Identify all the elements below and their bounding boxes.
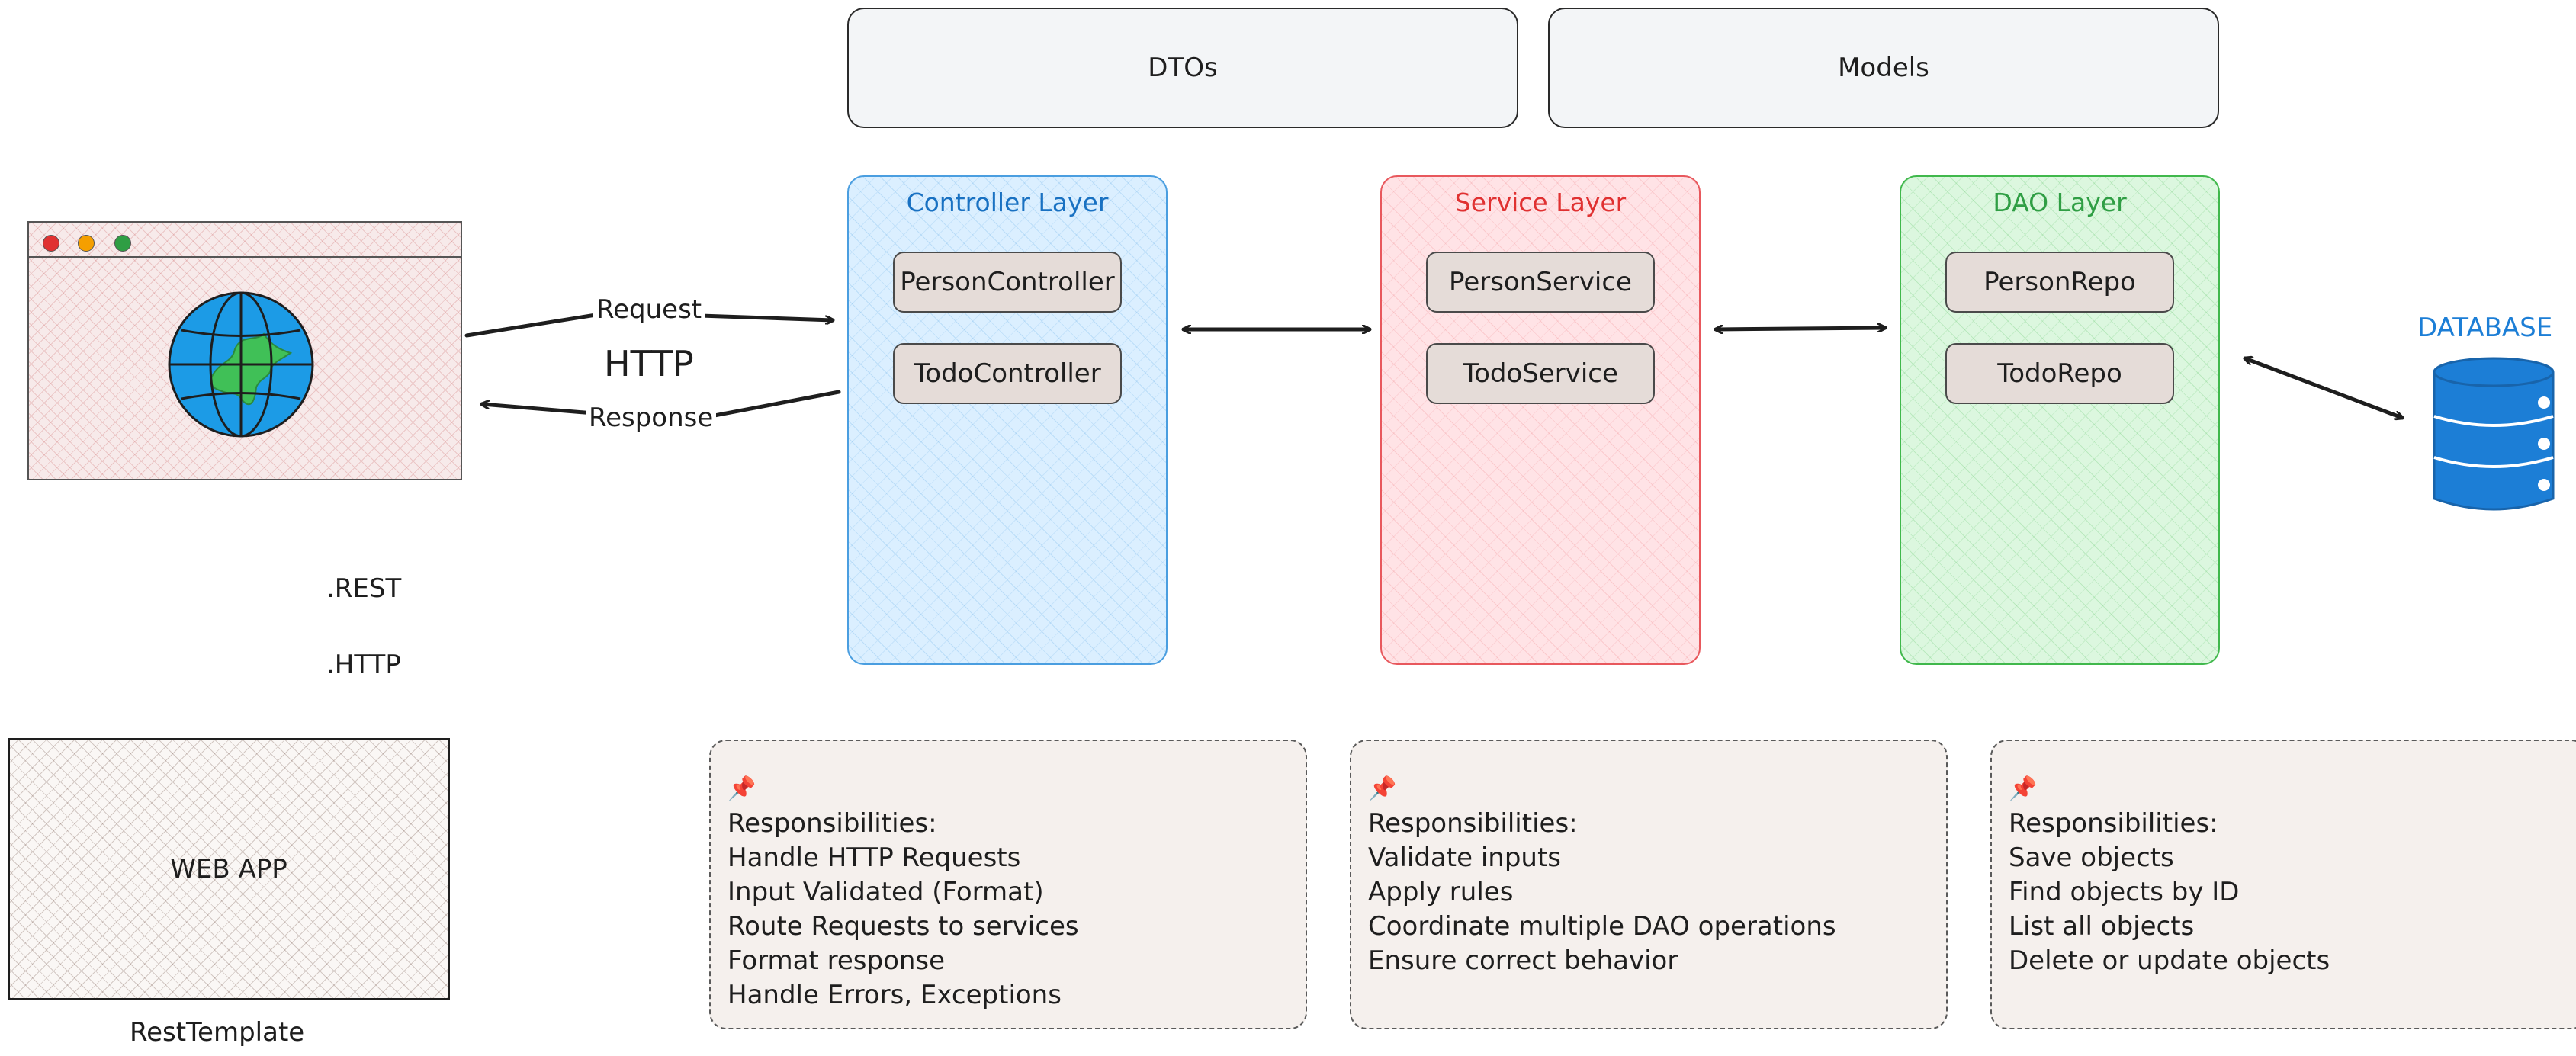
note-line: Find objects by ID (2009, 877, 2240, 907)
service-dao-arrow (1714, 328, 1887, 329)
note-line: Format response (728, 945, 946, 976)
resttemplate-label: RestTemplate (130, 1017, 305, 1048)
http-protocol-label: HTTP (604, 343, 694, 384)
note-line: List all objects (2009, 911, 2195, 942)
note-line: Responsibilities: (1368, 808, 1578, 839)
note-line: Delete or update objects (2009, 945, 2330, 976)
webapp-box: WEB APP (8, 738, 450, 1000)
note-line: Route Requests to services (728, 911, 1079, 942)
note-line: Coordinate multiple DAO operations (1368, 911, 1836, 942)
note-line: Handle Errors, Exceptions (728, 980, 1062, 1010)
pin-icon: 📌 (728, 775, 756, 802)
dao-layer-title: DAO Layer (1993, 188, 2127, 217)
window-maximize-dot (114, 235, 131, 252)
controller-layer: Controller Layer PersonController TodoCo… (847, 175, 1168, 665)
dao-layer: DAO Layer PersonRepo TodoRepo (1900, 175, 2220, 665)
browser-window (27, 221, 462, 480)
dtos-box: DTOs (847, 8, 1518, 128)
pin-icon: 📌 (2009, 775, 2038, 802)
webapp-label: WEB APP (170, 854, 287, 884)
person-controller: PersonController (893, 252, 1122, 313)
window-minimize-dot (78, 235, 95, 252)
models-label: Models (1838, 53, 1929, 83)
service-responsibilities-note: 📌 Responsibilities: Validate inputs Appl… (1350, 740, 1948, 1029)
globe-icon (168, 291, 314, 438)
dtos-label: DTOs (1148, 53, 1218, 83)
dao-responsibilities-note: 📌 Responsibilities: Save objects Find ob… (1990, 740, 2576, 1029)
window-close-dot (43, 235, 59, 252)
database-icon (2433, 357, 2555, 511)
dao-database-arrow (2245, 358, 2402, 418)
controller-responsibilities-note: 📌 Responsibilities: Handle HTTP Requests… (709, 740, 1307, 1029)
note-line: Input Validated (Format) (728, 877, 1044, 907)
note-line: Responsibilities: (2009, 808, 2218, 839)
controller-layer-title: Controller Layer (906, 188, 1109, 217)
person-service: PersonService (1426, 252, 1655, 313)
request-label: Request (593, 294, 705, 325)
models-box: Models (1548, 8, 2219, 128)
service-layer-title: Service Layer (1454, 188, 1627, 217)
note-line: Responsibilities: (728, 808, 937, 839)
http-label: .HTTP (326, 650, 401, 680)
todo-service: TodoService (1426, 343, 1655, 404)
browser-title-bar (29, 256, 461, 258)
note-line: Validate inputs (1368, 843, 1561, 873)
note-line: Save objects (2009, 843, 2174, 873)
response-label: Response (586, 403, 717, 433)
todo-controller: TodoController (893, 343, 1122, 404)
todo-repo: TodoRepo (1945, 343, 2174, 404)
pin-icon: 📌 (1368, 775, 1397, 802)
person-repo: PersonRepo (1945, 252, 2174, 313)
rest-label: .REST (326, 573, 402, 604)
note-line: Handle HTTP Requests (728, 843, 1021, 873)
service-layer: Service Layer PersonService TodoService (1380, 175, 1701, 665)
database-label: DATABASE (2417, 313, 2553, 343)
note-line: Ensure correct behavior (1368, 945, 1678, 976)
note-line: Apply rules (1368, 877, 1514, 907)
